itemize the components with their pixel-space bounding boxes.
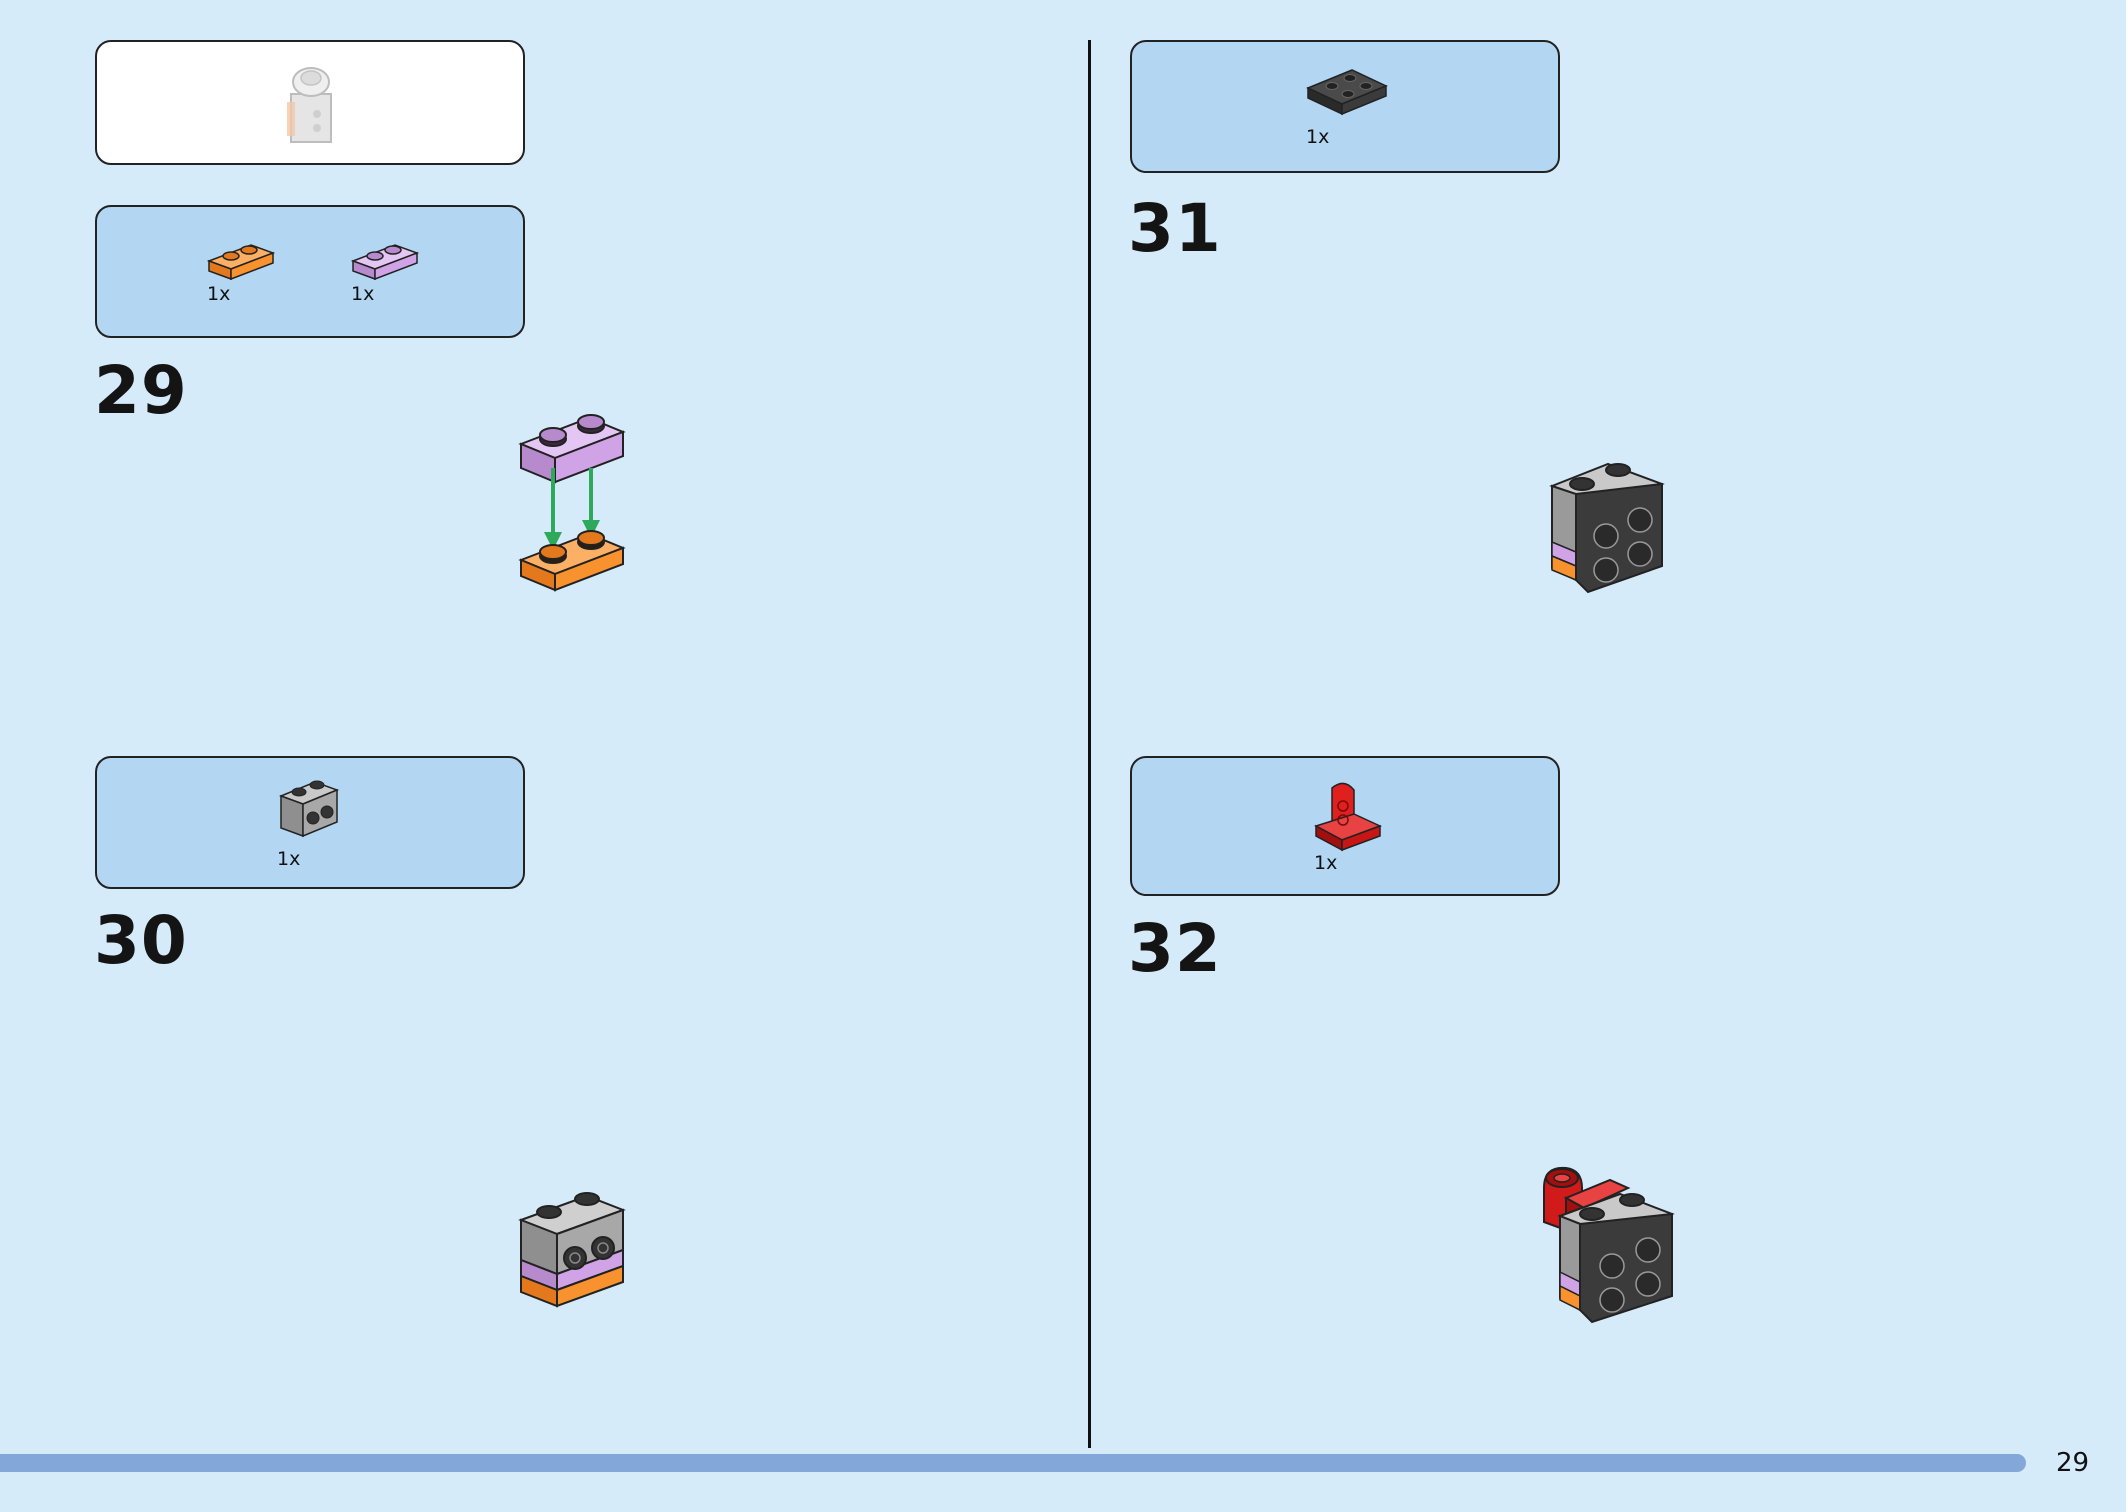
- step-29-part-1-qty: 1x: [207, 283, 231, 305]
- subassembly-thumbnail: [287, 67, 332, 143]
- step-29-part-2-qty: 1x: [351, 283, 375, 305]
- step-29-parts-panel: 1x 1x: [95, 205, 525, 338]
- step-32-build-illustration: [1543, 1166, 1675, 1324]
- step-29-build-illustration: [518, 414, 626, 592]
- gray-brick-with-studs-on-side-part: [278, 780, 340, 838]
- subassembly-reference-panel: [95, 40, 525, 165]
- step-30-part-1-qty: 1x: [277, 848, 301, 870]
- step-29-number: 29: [94, 352, 188, 429]
- step-30-build-illustration: [518, 1192, 626, 1308]
- step-32-part-1-qty: 1x: [1314, 852, 1338, 874]
- step-31-number: 31: [1128, 190, 1222, 267]
- step-31-parts-panel: 1x: [1130, 40, 1560, 173]
- step-32-parts-panel: 1x: [1130, 756, 1560, 896]
- step-31-part-1-qty: 1x: [1306, 126, 1330, 148]
- page-footer-bar: [0, 1454, 2026, 1472]
- step-32-number: 32: [1128, 910, 1222, 987]
- step-30-parts-panel: 1x: [95, 756, 525, 889]
- red-bracket-part: [1314, 782, 1382, 852]
- step-31-build-illustration: [1549, 462, 1665, 594]
- page-number: 29: [2056, 1448, 2090, 1478]
- column-divider: [1088, 40, 1091, 1448]
- step-30-number: 30: [94, 902, 188, 979]
- lavender-plate-1x2-part: [350, 244, 420, 281]
- orange-plate-1x2-part: [206, 244, 276, 281]
- dark-gray-plate-2x2-part: [1306, 69, 1388, 116]
